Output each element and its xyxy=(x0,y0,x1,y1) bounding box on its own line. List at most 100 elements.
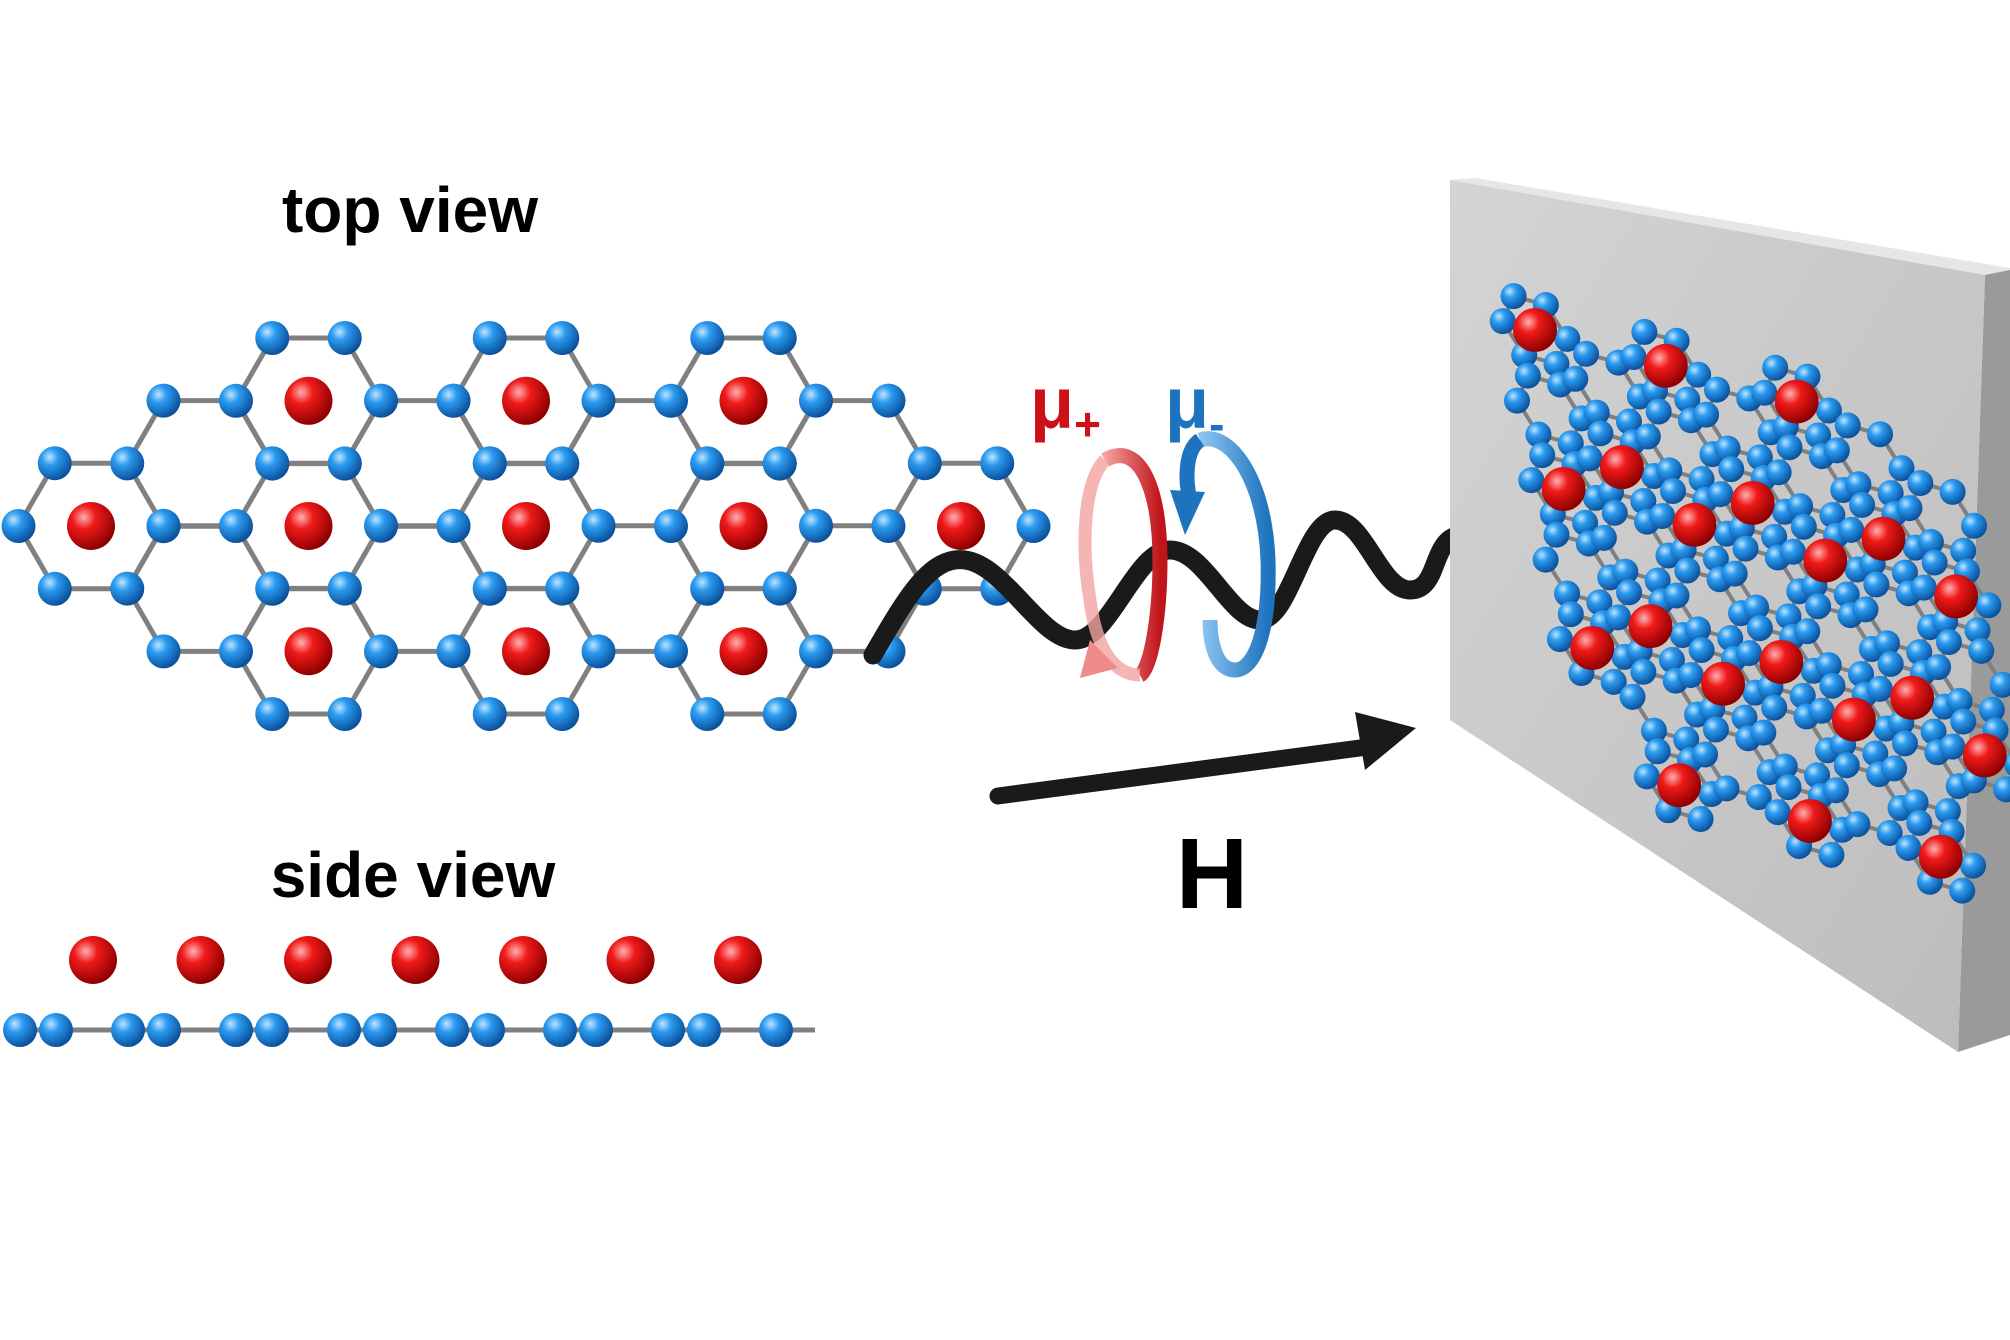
blue-atom-icon xyxy=(1789,682,1816,709)
blue-atom-icon xyxy=(1906,639,1933,666)
blue-atom-icon xyxy=(1819,672,1846,699)
blue-atom-icon xyxy=(110,446,145,481)
blue-atom-icon xyxy=(1554,325,1581,352)
blue-atom-icon xyxy=(1764,799,1791,826)
red-atom-icon xyxy=(1759,639,1804,684)
blue-atom-icon xyxy=(762,446,797,481)
blue-atom-icon xyxy=(327,571,362,606)
blue-atom-icon xyxy=(690,321,725,356)
red-atom-icon xyxy=(67,502,115,550)
blue-atom-icon xyxy=(1601,499,1628,526)
blue-atom-icon xyxy=(762,696,797,731)
blue-atom-icon xyxy=(219,1013,253,1047)
red-atom-icon xyxy=(1657,763,1702,808)
blue-atom-icon xyxy=(1573,340,1600,367)
blue-atom-icon xyxy=(255,321,290,356)
red-atom-icon xyxy=(502,502,550,550)
blue-atom-icon xyxy=(1949,877,1976,904)
blue-atom-icon xyxy=(1616,579,1643,606)
blue-atom-icon xyxy=(1543,350,1570,377)
blue-atom-icon xyxy=(1960,852,1987,879)
blue-atom-icon xyxy=(1718,456,1745,483)
blue-atom-icon xyxy=(1658,647,1685,674)
blue-atom-icon xyxy=(363,1013,397,1047)
blue-atom-icon xyxy=(871,509,906,543)
blue-atom-icon xyxy=(1968,637,1995,664)
blue-atom-icon xyxy=(1779,538,1806,565)
blue-atom-icon xyxy=(1950,708,1977,735)
side-view-atoms xyxy=(3,936,793,1047)
blue-atom-icon xyxy=(1989,671,2010,698)
red-atom-icon xyxy=(1918,834,1963,879)
red-atom-icon xyxy=(1962,733,2007,778)
field-label: H xyxy=(1176,818,1248,930)
red-atom-icon xyxy=(1672,502,1717,547)
blue-atom-icon xyxy=(1688,636,1715,663)
blue-atom-icon xyxy=(110,571,145,606)
top-view-atoms xyxy=(1,321,1051,731)
blue-atom-icon xyxy=(1631,318,1658,345)
blue-atom-icon xyxy=(1605,604,1632,631)
blue-atom-icon xyxy=(654,509,688,543)
blue-atom-icon xyxy=(472,446,507,481)
blue-atom-icon xyxy=(1833,752,1860,779)
blue-atom-icon xyxy=(1939,733,1966,760)
blue-atom-icon xyxy=(1714,435,1741,462)
blue-atom-icon xyxy=(1732,535,1759,562)
blue-atom-icon xyxy=(1920,718,1947,745)
blue-atom-icon xyxy=(1717,625,1744,652)
blue-atom-icon xyxy=(1849,491,1876,518)
mu-minus-label: μ- xyxy=(1165,364,1224,450)
blue-atom-icon xyxy=(543,1013,577,1047)
mu-plus-arc-back xyxy=(1078,455,1141,682)
field-arrow-head xyxy=(1355,712,1416,770)
red-atom-icon xyxy=(937,502,985,550)
blue-atom-icon xyxy=(690,571,725,606)
blue-atom-icon xyxy=(581,508,616,543)
blue-atom-icon xyxy=(1746,444,1773,471)
blue-atom-icon xyxy=(762,571,797,606)
mu-minus-arc xyxy=(1197,431,1276,678)
blue-atom-icon xyxy=(1815,397,1842,424)
blue-atom-icon xyxy=(1844,811,1871,838)
blue-atom-icon xyxy=(1845,471,1872,498)
red-atom-icon xyxy=(1831,697,1876,742)
blue-atom-icon xyxy=(581,634,616,669)
mu-minus-symbol: μ xyxy=(1165,364,1209,444)
blue-atom-icon xyxy=(472,321,507,356)
side-view-label: side view xyxy=(271,839,556,911)
blue-atom-icon xyxy=(1848,660,1875,687)
blue-atom-icon xyxy=(1818,841,1845,868)
blue-atom-icon xyxy=(1687,806,1714,833)
blue-atom-icon xyxy=(1761,694,1788,721)
red-atom-icon xyxy=(1513,308,1557,352)
red-atom-icon xyxy=(1934,574,1979,619)
red-atom-icon xyxy=(719,502,768,550)
blue-atom-icon xyxy=(1950,537,1977,564)
blue-atom-icon xyxy=(1721,560,1748,587)
blue-atom-icon xyxy=(1518,467,1545,494)
blue-atom-icon xyxy=(1804,762,1831,789)
blue-atom-icon xyxy=(1644,738,1671,765)
blue-atom-icon xyxy=(1838,516,1865,543)
blue-atom-icon xyxy=(1876,819,1903,846)
blue-atom-icon xyxy=(1906,809,1933,836)
blue-atom-icon xyxy=(1554,580,1581,607)
blue-atom-icon xyxy=(1656,457,1683,484)
red-atom-icon xyxy=(1803,538,1848,583)
blue-atom-icon xyxy=(799,508,833,543)
blue-atom-icon xyxy=(1663,582,1690,609)
red-atom-icon xyxy=(69,936,117,984)
mu-plus-symbol: μ xyxy=(1030,364,1074,444)
blue-atom-icon xyxy=(1489,308,1516,335)
blue-atom-icon xyxy=(1600,668,1627,695)
blue-atom-icon xyxy=(364,508,398,543)
blue-atom-icon xyxy=(1576,445,1603,472)
blue-atom-icon xyxy=(1978,696,2005,723)
blue-atom-icon xyxy=(799,383,833,418)
blue-atom-icon xyxy=(1688,466,1715,493)
blue-atom-icon xyxy=(435,1013,469,1047)
blue-atom-icon xyxy=(1939,478,1966,505)
blue-atom-icon xyxy=(1787,493,1814,520)
blue-atom-icon xyxy=(545,696,580,731)
